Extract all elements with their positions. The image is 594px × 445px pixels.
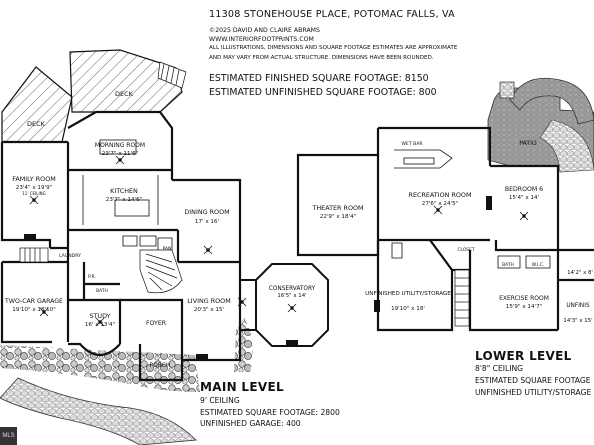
label-porch: Porch xyxy=(150,362,171,369)
lower-fan-icons xyxy=(433,205,529,221)
label-utility-storage: Unfinished Utility/Storage xyxy=(365,291,451,297)
main-stairs xyxy=(139,249,183,294)
main-level-title: Main Level xyxy=(200,380,284,394)
dims-family-room: 23'4" x 19'9" xyxy=(16,185,53,191)
lower-level-unfinished: Unfinished Utility/Storage xyxy=(475,388,592,397)
unfinished-sqft: Estimated Unfinished Square Footage: 800 xyxy=(209,87,437,98)
lower-level-title: Lower Level xyxy=(475,349,572,363)
lower-level-ceiling: 8'8" Ceiling xyxy=(475,364,524,373)
label-family-room: Family Room xyxy=(12,175,56,183)
main-level-plan xyxy=(0,49,329,445)
header-disclaimer-1: All illustrations, dimensions and square… xyxy=(209,45,458,51)
dims-unfinished-right: 14'3" x 15' xyxy=(563,318,592,324)
patio-curve xyxy=(509,77,594,125)
label-laundry: Laundry xyxy=(59,253,81,259)
dims-conservatory: 16'5" x 14' xyxy=(277,293,306,299)
label-wic: W.I.C. xyxy=(532,262,544,268)
label-lower-bath: Bath xyxy=(502,262,514,268)
lower-level-plan xyxy=(296,77,594,332)
label-deck-left: Deck xyxy=(27,120,46,128)
dims-dining-room: 17' x 16' xyxy=(195,219,219,225)
label-garage: Two-Car Garage xyxy=(4,298,63,305)
walkway xyxy=(0,377,197,445)
label-living-room: Living Room xyxy=(187,297,230,305)
patio-lawn xyxy=(539,119,594,173)
dims-living-room: 20'3" x 15' xyxy=(194,307,224,313)
label-unfinished-right: Unfinis xyxy=(566,303,590,309)
lower-interior-details xyxy=(391,149,551,269)
deck-left-shape xyxy=(1,66,73,143)
lower-level-sqft: Estimated Square Footage xyxy=(475,376,591,385)
fireplace-family xyxy=(24,234,36,240)
dims-morning-room: 23'7" x 11'6" xyxy=(102,151,139,157)
header-title: 11308 Stonehouse Place, Potomac Falls, V… xyxy=(209,9,455,20)
deck-top-shape xyxy=(69,49,183,113)
label-patio: Patio xyxy=(519,140,537,147)
label-dining-room: Dining Room xyxy=(184,208,229,216)
side-stairs xyxy=(19,247,49,263)
label-recreation-room: Recreation Room xyxy=(409,191,472,199)
label-exercise-room: Exercise Room xyxy=(499,295,549,302)
dims-garage: 19'10" x 18'10" xyxy=(12,307,56,313)
finished-sqft: Estimated Finished Square Footage: 8150 xyxy=(209,73,429,84)
dims-kitchen: 23'7" x 14'6" xyxy=(106,197,143,203)
dims-theater-room: 22'9" x 18'4" xyxy=(320,214,357,220)
header-website: www.interiorfootprints.com xyxy=(209,36,314,43)
label-conservatory: Conservatory xyxy=(269,286,316,292)
fireplace-theater xyxy=(374,300,380,312)
label-powder: P.R. xyxy=(88,274,96,280)
main-interior-details xyxy=(82,139,173,259)
label-bedroom-6: Bedroom 6 xyxy=(505,186,543,193)
dims-edge: 14'2" x 8' xyxy=(567,270,593,276)
dims-study: 16' x 13'4" xyxy=(85,322,116,328)
label-kitchen: Kitchen xyxy=(110,187,138,195)
fan-icons xyxy=(29,155,297,327)
shrubs-side xyxy=(234,318,253,372)
dims-utility-storage: 19'10" x 18' xyxy=(391,306,425,312)
label-wet-bar: Wet Bar xyxy=(401,141,423,147)
main-level-garage: Unfinished Garage: 400 xyxy=(200,419,301,428)
main-level-sqft: Estimated Square Footage: 2800 xyxy=(200,408,340,417)
label-theater-room: Theater Room xyxy=(311,204,363,212)
patio-top xyxy=(499,81,515,99)
label-closet: Closet xyxy=(457,247,474,253)
mls-badge: MLS xyxy=(0,427,17,445)
label-bath: Bath xyxy=(96,288,108,294)
header-copyright: ©2025 David and Claire Abrams xyxy=(209,27,320,34)
dims-bedroom-6: 15'4" x 14' xyxy=(509,195,539,201)
label-foyer: Foyer xyxy=(146,320,167,327)
deck-stairs xyxy=(157,61,187,89)
label-pantry: Pan xyxy=(163,246,172,252)
label-morning-room: Morning Room xyxy=(95,142,145,149)
fireplace-living xyxy=(196,354,208,360)
label-deck-top: Deck xyxy=(115,90,134,98)
main-level-ceiling: 9' Ceiling xyxy=(200,396,240,405)
fireplace-conservatory xyxy=(286,340,298,346)
label-study: Study xyxy=(89,312,110,320)
note-family-room: 11' Ceiling xyxy=(22,191,45,196)
dims-recreation-room: 27'6" x 24'5" xyxy=(422,201,459,207)
lower-stairs xyxy=(454,269,470,327)
dims-exercise-room: 15'9" x 14'7" xyxy=(506,304,543,310)
fireplace-rec xyxy=(486,196,492,210)
header-disclaimer-2: and may vary from actual structure. Dime… xyxy=(209,55,434,61)
conservatory-shape xyxy=(255,263,329,347)
